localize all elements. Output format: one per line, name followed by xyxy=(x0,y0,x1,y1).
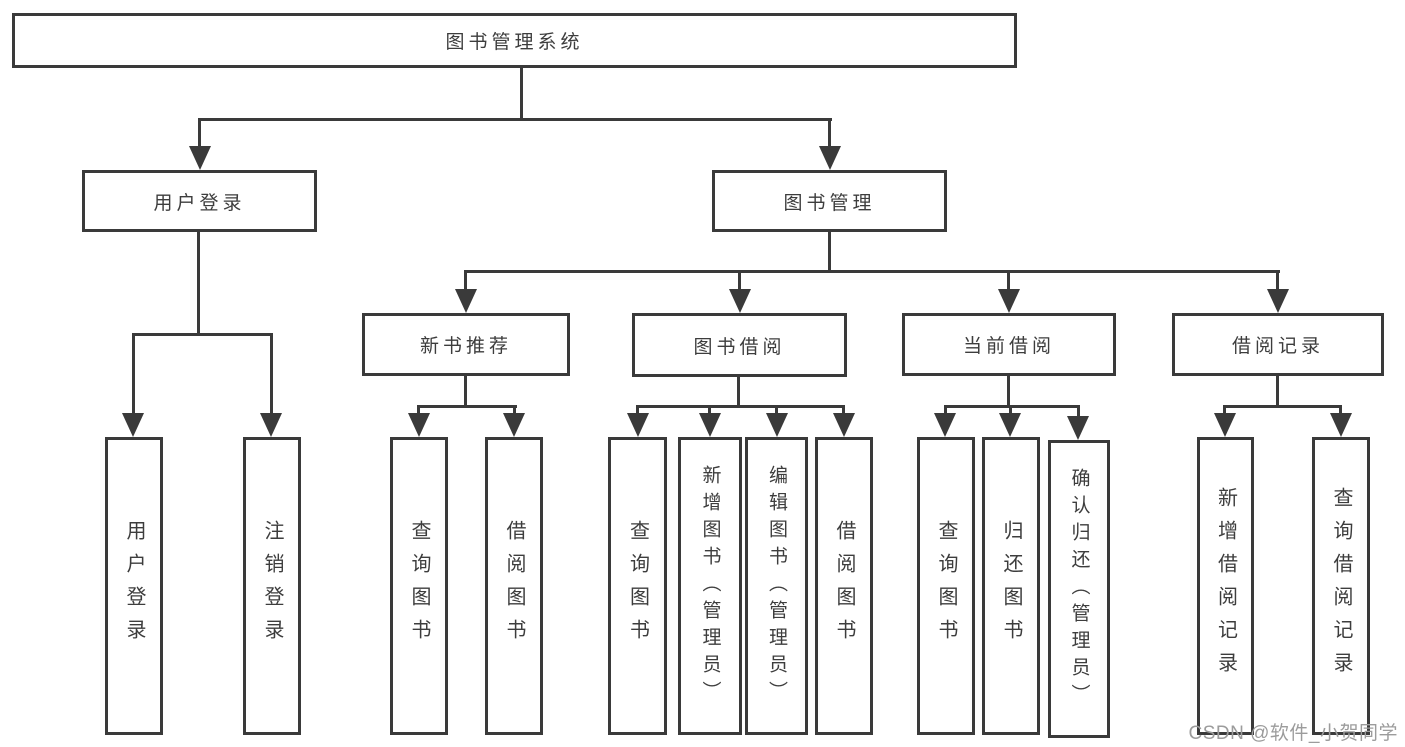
connector-line xyxy=(270,336,273,414)
connector-line xyxy=(464,273,467,293)
arrowhead-down xyxy=(1330,413,1352,437)
arrowhead-down xyxy=(189,146,211,170)
arrowhead-down xyxy=(934,413,956,437)
node-book-management: 图书管理 xyxy=(712,170,947,232)
leaf-borrow-book: 借阅图书 xyxy=(815,437,873,735)
connector-line xyxy=(132,333,273,336)
arrowhead-down xyxy=(1267,289,1289,313)
node-label: 查询借阅记录 xyxy=(1330,487,1352,685)
connector-line xyxy=(417,408,420,415)
node-label: 当前借阅 xyxy=(962,336,1055,357)
connector-line xyxy=(944,405,1080,408)
connector-line xyxy=(132,336,135,414)
node-label: 注销登录 xyxy=(261,520,283,652)
arrowhead-down xyxy=(1067,416,1089,440)
leaf-query-book-recommend: 查询图书 xyxy=(390,437,448,735)
connector-line xyxy=(828,232,831,273)
connector-line xyxy=(197,232,200,336)
node-label: 图书借阅 xyxy=(693,336,786,358)
node-label: 借阅图书 xyxy=(833,520,855,652)
node-label: 查询图书 xyxy=(935,520,957,652)
connector-line xyxy=(1223,408,1226,415)
connector-line xyxy=(464,270,1280,273)
connector-line xyxy=(737,377,740,408)
leaf-query-book-current: 查询图书 xyxy=(917,437,975,735)
leaf-logout: 注销登录 xyxy=(243,437,301,735)
node-label: 查询图书 xyxy=(408,520,430,652)
leaf-borrow-book-recommend: 借阅图书 xyxy=(485,437,543,735)
connector-line xyxy=(1007,376,1010,408)
connector-line xyxy=(1007,273,1010,293)
connector-line xyxy=(198,121,201,148)
connector-line xyxy=(842,408,845,415)
node-label: 图书管理系统 xyxy=(445,32,584,53)
node-label: 确认归还（管理员） xyxy=(1068,467,1090,711)
arrowhead-down xyxy=(833,413,855,437)
connector-line xyxy=(198,118,832,121)
connector-line xyxy=(828,121,831,148)
arrowhead-down xyxy=(503,413,525,437)
leaf-add-borrow-record: 新增借阅记录 xyxy=(1197,437,1254,735)
leaf-add-book-admin: 新增图书（管理员） xyxy=(678,437,742,735)
connector-line xyxy=(464,376,467,408)
node-label: 借阅记录 xyxy=(1231,336,1324,357)
connector-line xyxy=(636,408,639,415)
connector-line xyxy=(1077,408,1080,417)
node-label: 归还图书 xyxy=(1000,520,1022,652)
leaf-edit-book-admin: 编辑图书（管理员） xyxy=(745,437,808,735)
connector-line xyxy=(1276,376,1279,408)
node-label: 新增借阅记录 xyxy=(1214,487,1237,685)
arrowhead-down xyxy=(998,289,1020,313)
connector-line xyxy=(738,273,741,293)
arrowhead-down xyxy=(408,413,430,437)
connector-line xyxy=(520,66,523,120)
node-user-login: 用户登录 xyxy=(82,170,317,232)
leaf-query-borrow-record: 查询借阅记录 xyxy=(1312,437,1370,735)
connector-line xyxy=(944,408,947,415)
connector-line xyxy=(1223,405,1342,408)
connector-line xyxy=(513,408,516,415)
arrowhead-down xyxy=(819,146,841,170)
connector-line xyxy=(1009,408,1012,415)
node-borrowing-records: 借阅记录 xyxy=(1172,313,1384,376)
node-label: 用户登录 xyxy=(123,520,145,652)
arrowhead-down xyxy=(729,289,751,313)
node-label: 查询图书 xyxy=(626,520,649,652)
node-label: 新增图书（管理员） xyxy=(699,464,721,708)
arrowhead-down xyxy=(260,413,282,437)
node-label: 用户登录 xyxy=(153,192,246,214)
connector-line xyxy=(1339,408,1342,415)
node-current-borrowing: 当前借阅 xyxy=(902,313,1116,376)
connector-line xyxy=(775,408,778,415)
connector-line xyxy=(636,405,845,408)
node-label: 借阅图书 xyxy=(503,520,525,652)
arrowhead-down xyxy=(122,413,144,437)
arrowhead-down xyxy=(627,413,649,437)
leaf-return-book: 归还图书 xyxy=(982,437,1040,735)
leaf-confirm-return-admin: 确认归还（管理员） xyxy=(1048,440,1110,738)
arrowhead-down xyxy=(455,289,477,313)
arrowhead-down xyxy=(766,413,788,437)
node-library-management-system: 图书管理系统 xyxy=(12,13,1017,68)
leaf-query-book-borrowing: 查询图书 xyxy=(608,437,667,735)
arrowhead-down xyxy=(999,413,1021,437)
node-label: 编辑图书（管理员） xyxy=(766,464,787,708)
node-label: 图书管理 xyxy=(783,192,876,214)
leaf-user-login: 用户登录 xyxy=(105,437,163,735)
connector-line xyxy=(1276,273,1279,293)
connector-line xyxy=(708,408,711,415)
arrowhead-down xyxy=(1214,413,1236,437)
connector-line xyxy=(417,405,517,408)
node-book-borrowing: 图书借阅 xyxy=(632,313,847,377)
node-new-book-recommend: 新书推荐 xyxy=(362,313,570,376)
csdn-watermark: CSDN @软件_小贺同学 xyxy=(1188,723,1398,744)
node-label: 新书推荐 xyxy=(419,336,512,357)
arrowhead-down xyxy=(699,413,721,437)
